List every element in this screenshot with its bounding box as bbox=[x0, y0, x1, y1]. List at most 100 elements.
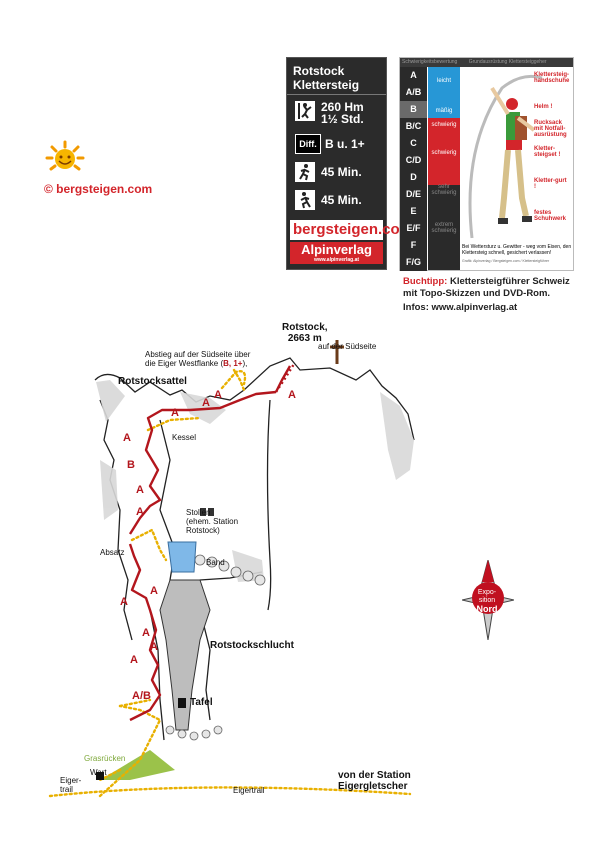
route-grade: A bbox=[288, 389, 296, 401]
book-tip-subtitle: mit Topo-Skizzen und DVD-Rom. bbox=[403, 288, 551, 299]
header-left: Schwierigkeitsbewertung bbox=[402, 59, 458, 65]
book-tip-label: Buchtipp: bbox=[403, 276, 448, 287]
stollen-sub2: Rotstock) bbox=[186, 526, 220, 535]
gully-shape bbox=[159, 579, 211, 731]
difficulty-row: Diff. B u. 1+ bbox=[295, 134, 383, 156]
summit-cross-icon bbox=[330, 340, 344, 364]
grade-cell: C/D bbox=[400, 152, 427, 169]
grade-cell: E bbox=[400, 203, 427, 220]
rotstockschlucht-label: Rotstockschlucht bbox=[210, 640, 294, 651]
station-line1: von der Station bbox=[338, 770, 411, 781]
eigertrail-left1: Eiger- bbox=[60, 776, 82, 785]
grade-cell: F/G bbox=[400, 254, 427, 271]
route-grade: A bbox=[130, 654, 138, 666]
grade-cell: E/F bbox=[400, 220, 427, 237]
card-title-line2: Klettersteig bbox=[293, 78, 360, 92]
book-tip: Buchtipp: Klettersteigführer Schweiz mit… bbox=[403, 276, 593, 300]
equip-ferrata-set: Kletter-steigset ! bbox=[534, 146, 561, 158]
route-grade: A bbox=[171, 407, 179, 419]
stollen-name: Stollen bbox=[186, 508, 211, 517]
descent-end: ), bbox=[242, 359, 248, 368]
grade-cell: A/B bbox=[400, 84, 427, 101]
bergsteigen-brand: bergsteigen.com bbox=[290, 220, 413, 240]
summit-label: Rotstock, 2663 m bbox=[282, 322, 328, 344]
desc-easy: leicht bbox=[436, 78, 451, 84]
descent-time-row: 45 Min. bbox=[295, 190, 383, 212]
difficulty-value: B u. 1+ bbox=[325, 137, 365, 151]
elevation-row: 260 Hm 1½ Std. bbox=[295, 100, 383, 126]
sun-logo-icon bbox=[45, 140, 85, 171]
south-side-label: auf der Südseite bbox=[318, 342, 377, 351]
grade-cell: F bbox=[400, 237, 427, 254]
hiker-up-icon bbox=[295, 162, 315, 182]
band-label: Band bbox=[206, 558, 225, 567]
route-grade: A bbox=[120, 596, 128, 608]
desc-very-difficult: sehr schwierig bbox=[431, 184, 457, 196]
route-grade: A bbox=[142, 627, 150, 639]
elevation-gain: 260 Hm bbox=[321, 100, 364, 114]
graphic-credit: Grafik: Alpinverlag / Bergsteigen.com / … bbox=[462, 259, 550, 263]
exposition-north: Nord bbox=[476, 604, 498, 614]
hiker-down-icon bbox=[295, 190, 315, 210]
tafel-label: Tafel bbox=[190, 697, 213, 708]
duration: 1½ Std. bbox=[321, 112, 364, 126]
station-label: von der Station Eigergletscher bbox=[338, 770, 411, 792]
alpinverlag-name: Alpinverlag bbox=[301, 242, 372, 257]
exposition-line2: sition bbox=[478, 597, 496, 604]
kessel-label: Kessel bbox=[172, 433, 197, 442]
summit-name: Rotstock, bbox=[282, 322, 328, 333]
grade-cell: B bbox=[400, 101, 427, 118]
climber-icon bbox=[295, 101, 315, 121]
descent-label: Abstieg auf der Südseite über die Eiger … bbox=[145, 350, 295, 368]
eigertrail-left-label: Eiger- trail bbox=[60, 776, 81, 794]
alpinverlag-url: www.alpinverlag.at bbox=[313, 257, 360, 263]
grade-equipment-panel: Schwierigkeitsbewertung Grundausrüstung … bbox=[399, 57, 574, 271]
book-tip-title: Klettersteigführer Schweiz bbox=[447, 276, 570, 287]
descent-line2: die Eiger Westflanke ( bbox=[145, 359, 224, 368]
route-grade: A bbox=[202, 397, 210, 409]
stollen-label: Stollen (ehem. Station Rotstock) bbox=[186, 508, 256, 535]
equip-helmet: Helm ! bbox=[534, 104, 553, 110]
station-line2: Eigergletscher bbox=[338, 781, 408, 792]
climber-equipment-illustration bbox=[468, 74, 543, 239]
equip-gloves: Klettersteig-handschuhe bbox=[534, 72, 570, 84]
route-grade: A bbox=[214, 389, 222, 401]
route-grade: A/B bbox=[132, 690, 151, 702]
grade-cell: A bbox=[400, 67, 427, 84]
route-info-card: Rotstock Klettersteig 260 Hm 1½ Std. Dif… bbox=[286, 57, 413, 270]
difficulty-badge: Diff. bbox=[295, 134, 321, 154]
route-grade: A bbox=[136, 506, 144, 518]
grade-cell: D/E bbox=[400, 186, 427, 203]
descent-line1: Abstieg auf der Südseite über bbox=[145, 350, 251, 359]
lake-shape bbox=[167, 541, 197, 573]
wart-label: Wart bbox=[90, 768, 107, 777]
eigertrail-left2: trail bbox=[60, 785, 73, 794]
desc-moderate: mäßig bbox=[435, 108, 453, 114]
desc-difficult-2: schwierig bbox=[431, 150, 457, 156]
grass-ridge-shape bbox=[100, 750, 175, 780]
route-grade: A bbox=[136, 484, 144, 496]
card-title-line1: Rotstock bbox=[293, 64, 345, 78]
safety-note: Bei Wettersturz u. Gewitter - weg vom Ei… bbox=[462, 244, 572, 256]
grade-cell: B/C bbox=[400, 118, 427, 135]
eigertrail-label: Eigertrail bbox=[233, 786, 265, 795]
copyright-text: © bergsteigen.com bbox=[44, 182, 153, 196]
route-grade: A bbox=[150, 641, 158, 653]
absatz-label: Absatz bbox=[100, 548, 125, 557]
desc-extreme: extrem schwierig bbox=[431, 222, 457, 234]
card-title: Rotstock Klettersteig bbox=[293, 64, 381, 92]
grasruecken-label: Grasrücken bbox=[84, 754, 126, 763]
header-right: Grundausrüstung Klettersteiggeher bbox=[468, 59, 547, 65]
route-grade: B bbox=[127, 459, 135, 471]
topo-map bbox=[48, 340, 415, 798]
info-link[interactable]: Infos: www.alpinverlag.at bbox=[403, 302, 518, 313]
exposition-compass-icon bbox=[462, 560, 514, 640]
rotstocksattel-label: Rotstocksattel bbox=[118, 376, 187, 387]
desc-difficult: schwierig bbox=[431, 122, 457, 128]
grade-cell: D bbox=[400, 169, 427, 186]
summit-height: 2663 m bbox=[287, 333, 322, 344]
equip-backpack: Rucksack mit Notfall-ausrüstung bbox=[534, 120, 567, 138]
exposition-line1: Expo- bbox=[477, 589, 497, 596]
alpinverlag-brand: Alpinverlag www.alpinverlag.at bbox=[290, 242, 383, 264]
ascent-time: 45 Min. bbox=[321, 165, 362, 179]
